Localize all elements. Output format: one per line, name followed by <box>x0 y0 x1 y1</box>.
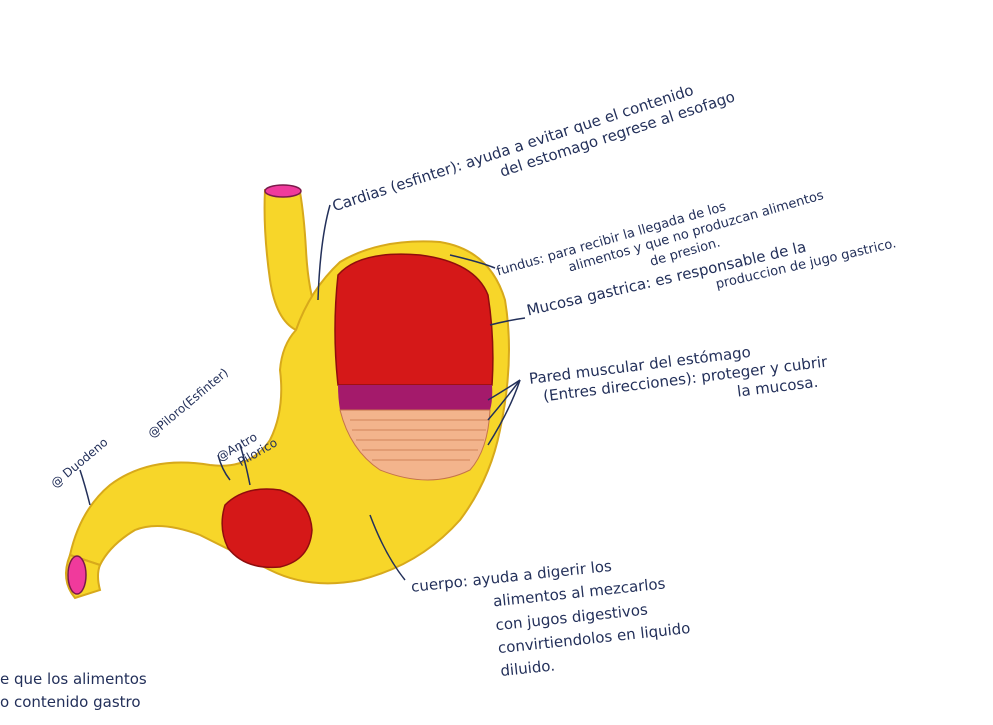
gastric-mucosa <box>335 254 493 385</box>
muscle-layer-purple <box>338 385 492 410</box>
esophagus-lumen <box>265 185 301 197</box>
pyloric-antrum <box>222 489 312 567</box>
duodenum-lumen <box>68 556 86 594</box>
label-bottom-left-line1: e que los alimentos <box>0 668 147 691</box>
label-bottom-left-line2: o contenido gastro <box>0 691 147 714</box>
label-bottom-left: e que los alimentos o contenido gastro <box>0 668 147 713</box>
